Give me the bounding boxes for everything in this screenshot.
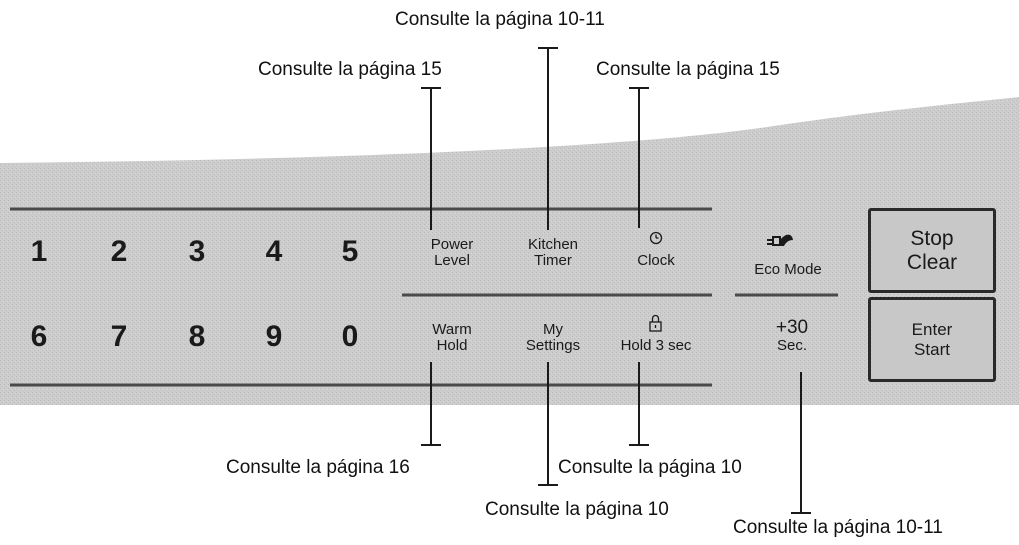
digit-key-3[interactable]: 3 [188, 235, 206, 268]
plus-30-line2: Sec. [776, 337, 808, 354]
digit-key-9[interactable]: 9 [265, 320, 283, 353]
enter-start-line2: Start [914, 339, 950, 359]
leader-kitchen-timer [538, 47, 558, 230]
callout-plus-30: Consulte la página 10-11 [733, 517, 943, 538]
power-level-line1: Power [430, 236, 474, 253]
digit-key-6[interactable]: 6 [30, 320, 48, 353]
eco-mode-key[interactable]: Eco Mode [754, 262, 822, 278]
warm-hold-key[interactable]: Warm Hold [432, 322, 471, 354]
digit-key-1[interactable]: 1 [30, 235, 48, 268]
power-level-key[interactable]: Power Level [431, 237, 474, 269]
leader-hold-3-sec [629, 362, 649, 446]
plus-30-key[interactable]: +30 Sec. [776, 317, 808, 354]
leader-my-settings [538, 362, 558, 486]
leader-clock [629, 87, 649, 228]
digit-key-5[interactable]: 5 [341, 235, 359, 268]
callout-warm-hold: Consulte la página 16 [226, 457, 410, 478]
digit-key-7[interactable]: 7 [110, 320, 128, 353]
eco-mode-label: Eco Mode [754, 261, 822, 278]
stop-clear-button[interactable]: Stop Clear [868, 208, 996, 293]
kitchen-timer-line1: Kitchen [527, 236, 579, 253]
warm-hold-line1: Warm [432, 321, 472, 338]
lock-icon [649, 314, 662, 332]
callout-hold-3-sec: Consulte la página 10 [558, 457, 742, 478]
power-level-line2: Level [434, 252, 470, 269]
enter-start-button[interactable]: Enter Start [868, 297, 996, 382]
hold-3-sec-label: Hold 3 sec [620, 337, 692, 354]
digit-key-2[interactable]: 2 [110, 235, 128, 268]
leader-plus-30 [791, 372, 811, 514]
leader-warm-hold [421, 362, 441, 446]
hold-3-sec-key[interactable]: Hold 3 sec [621, 338, 692, 354]
callout-clock: Consulte la página 15 [596, 59, 780, 80]
panel-surface [0, 97, 1019, 405]
digit-key-0[interactable]: 0 [341, 320, 359, 353]
clock-icon [649, 231, 663, 245]
kitchen-timer-line2: Timer [534, 252, 572, 269]
callout-kitchen-timer: Consulte la página 10-11 [395, 9, 605, 30]
my-settings-line2: Settings [525, 337, 581, 354]
warm-hold-line2: Hold [436, 337, 468, 354]
clock-key[interactable]: Clock [637, 253, 675, 269]
kitchen-timer-key[interactable]: Kitchen Timer [528, 237, 578, 269]
callout-my-settings: Consulte la página 10 [485, 499, 669, 520]
leader-power-level [421, 87, 441, 230]
stop-clear-line2: Clear [906, 250, 958, 274]
eco-plug-icon [767, 234, 793, 246]
plus-30-line1: +30 [775, 317, 809, 338]
my-settings-key[interactable]: My Settings [526, 322, 580, 354]
callout-power-level: Consulte la página 15 [258, 59, 442, 80]
digit-key-8[interactable]: 8 [188, 320, 206, 353]
my-settings-line1: My [542, 321, 563, 338]
digit-key-4[interactable]: 4 [265, 235, 283, 268]
clock-label: Clock [637, 252, 675, 269]
enter-start-line1: Enter [911, 319, 953, 339]
stop-clear-line1: Stop [910, 226, 954, 250]
